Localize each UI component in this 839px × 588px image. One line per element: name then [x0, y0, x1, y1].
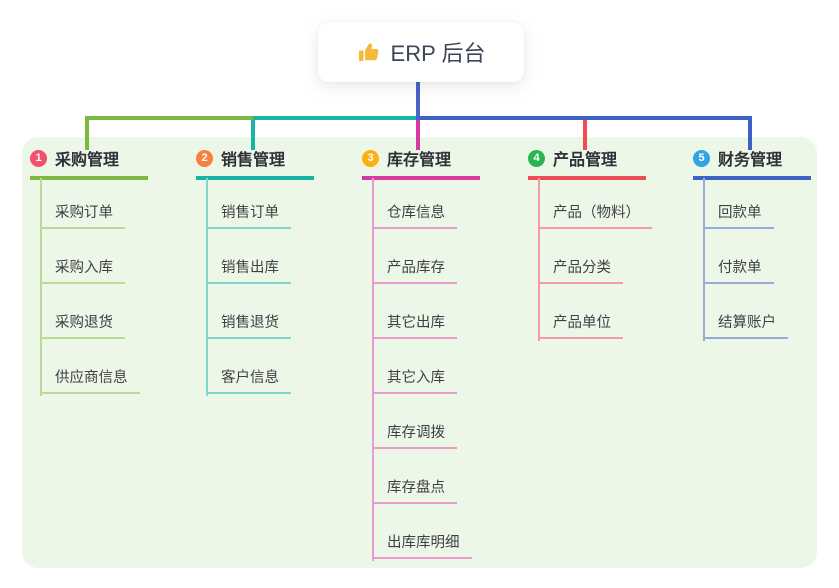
branch-title: 库存管理 — [387, 152, 452, 169]
branch-header[interactable]: 5 财务管理 — [693, 146, 811, 180]
connector-segment — [85, 116, 253, 120]
branch-item[interactable]: 客户信息 — [206, 364, 291, 394]
branch-item[interactable]: 采购入库 — [40, 254, 125, 284]
branch-item[interactable]: 产品库存 — [372, 254, 457, 284]
root-stem-connector — [416, 80, 420, 120]
branch-subtree-line — [703, 178, 705, 341]
branch-item[interactable]: 结算账户 — [703, 309, 788, 339]
branch-number-badge: 3 — [362, 149, 379, 167]
connector-drop — [85, 116, 89, 150]
branch-item[interactable]: 销售出库 — [206, 254, 291, 284]
branch-item[interactable]: 产品（物料） — [538, 199, 652, 229]
branch-header[interactable]: 3 库存管理 — [362, 146, 480, 180]
connector-drop — [748, 116, 752, 150]
branch-column: 2 销售管理销售订单销售出库销售退货客户信息 — [196, 146, 346, 396]
branch-title: 采购管理 — [55, 152, 120, 169]
branch-header[interactable]: 4 产品管理 — [528, 146, 646, 180]
connector-drop — [251, 116, 255, 150]
branch-subtree-line — [538, 178, 540, 341]
branch-title: 产品管理 — [553, 152, 618, 169]
branch-item[interactable]: 采购订单 — [40, 199, 125, 229]
branch-item[interactable]: 库存调拨 — [372, 419, 457, 449]
branch-item[interactable]: 仓库信息 — [372, 199, 457, 229]
branch-number-badge: 1 — [30, 149, 47, 167]
branch-item[interactable]: 其它入库 — [372, 364, 457, 394]
branch-number-badge: 4 — [528, 149, 545, 167]
branch-item[interactable]: 库存盘点 — [372, 474, 457, 504]
branch-column: 4 产品管理产品（物料） 产品分类产品单位 — [528, 146, 678, 341]
branches-panel — [22, 137, 817, 568]
branch-item[interactable]: 其它出库 — [372, 309, 457, 339]
branch-item[interactable]: 出库库明细 — [372, 529, 472, 559]
branch-column: 3 库存管理仓库信息产品库存其它出库其它入库库存调拨库存盘点出库库明细 — [362, 146, 512, 561]
branch-item[interactable]: 供应商信息 — [40, 364, 140, 394]
branch-number-badge: 5 — [693, 149, 710, 167]
branch-item[interactable]: 产品分类 — [538, 254, 623, 284]
branch-subtree-line — [372, 178, 374, 561]
branch-column: 5 财务管理回款单付款单结算账户 — [693, 146, 839, 341]
branch-number-badge: 2 — [196, 149, 213, 167]
branch-item[interactable]: 销售退货 — [206, 309, 291, 339]
branch-header[interactable]: 1 采购管理 — [30, 146, 148, 180]
connector-segment — [418, 116, 752, 120]
branch-header[interactable]: 2 销售管理 — [196, 146, 314, 180]
connector-drop — [416, 120, 420, 150]
branch-title: 销售管理 — [221, 152, 286, 169]
root-node[interactable]: ERP 后台 — [318, 22, 524, 82]
branch-item[interactable]: 采购退货 — [40, 309, 125, 339]
branch-item[interactable]: 产品单位 — [538, 309, 623, 339]
thumbs-up-icon — [357, 40, 381, 64]
branch-item[interactable]: 回款单 — [703, 199, 774, 229]
branch-item[interactable]: 付款单 — [703, 254, 774, 284]
branch-subtree-line — [206, 178, 208, 396]
branch-subtree-line — [40, 178, 42, 396]
connector-segment — [253, 116, 418, 120]
branch-title: 财务管理 — [718, 152, 783, 169]
branch-column: 1 采购管理采购订单采购入库采购退货供应商信息 — [30, 146, 180, 396]
branch-item[interactable]: 销售订单 — [206, 199, 291, 229]
connector-drop — [583, 120, 587, 150]
root-title: ERP 后台 — [390, 41, 486, 66]
